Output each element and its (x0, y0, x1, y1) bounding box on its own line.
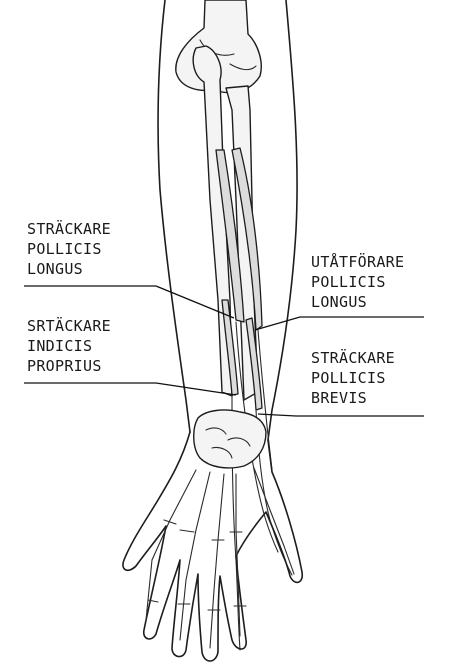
label-extensor-pollicis-longus: STRÄCKARE POLLICIS LONGUS (27, 219, 111, 279)
leader-line-epb-d (258, 414, 296, 416)
label-line: STRÄCKARE (311, 348, 395, 368)
label-abductor-pollicis-longus: UTÅTFÖRARE POLLICIS LONGUS (311, 252, 404, 312)
label-line: SRTÄCKARE (27, 316, 111, 336)
label-line: UTÅTFÖRARE (311, 252, 404, 272)
label-line: POLLICIS (311, 272, 404, 292)
label-line: LONGUS (311, 292, 404, 312)
label-line: PROPRIUS (27, 356, 111, 376)
label-line: BREVIS (311, 388, 395, 408)
label-line: POLLICIS (27, 239, 111, 259)
label-extensor-pollicis-brevis: STRÄCKARE POLLICIS BREVIS (311, 348, 395, 408)
label-line: LONGUS (27, 259, 111, 279)
label-line: STRÄCKARE (27, 219, 111, 239)
label-line: INDICIS (27, 336, 111, 356)
finger-joints (148, 520, 246, 610)
label-extensor-indicis-proprius: SRTÄCKARE INDICIS PROPRIUS (27, 316, 111, 376)
forearm-outline-right (268, 0, 297, 440)
finger-bones (146, 468, 294, 648)
label-line: POLLICIS (311, 368, 395, 388)
